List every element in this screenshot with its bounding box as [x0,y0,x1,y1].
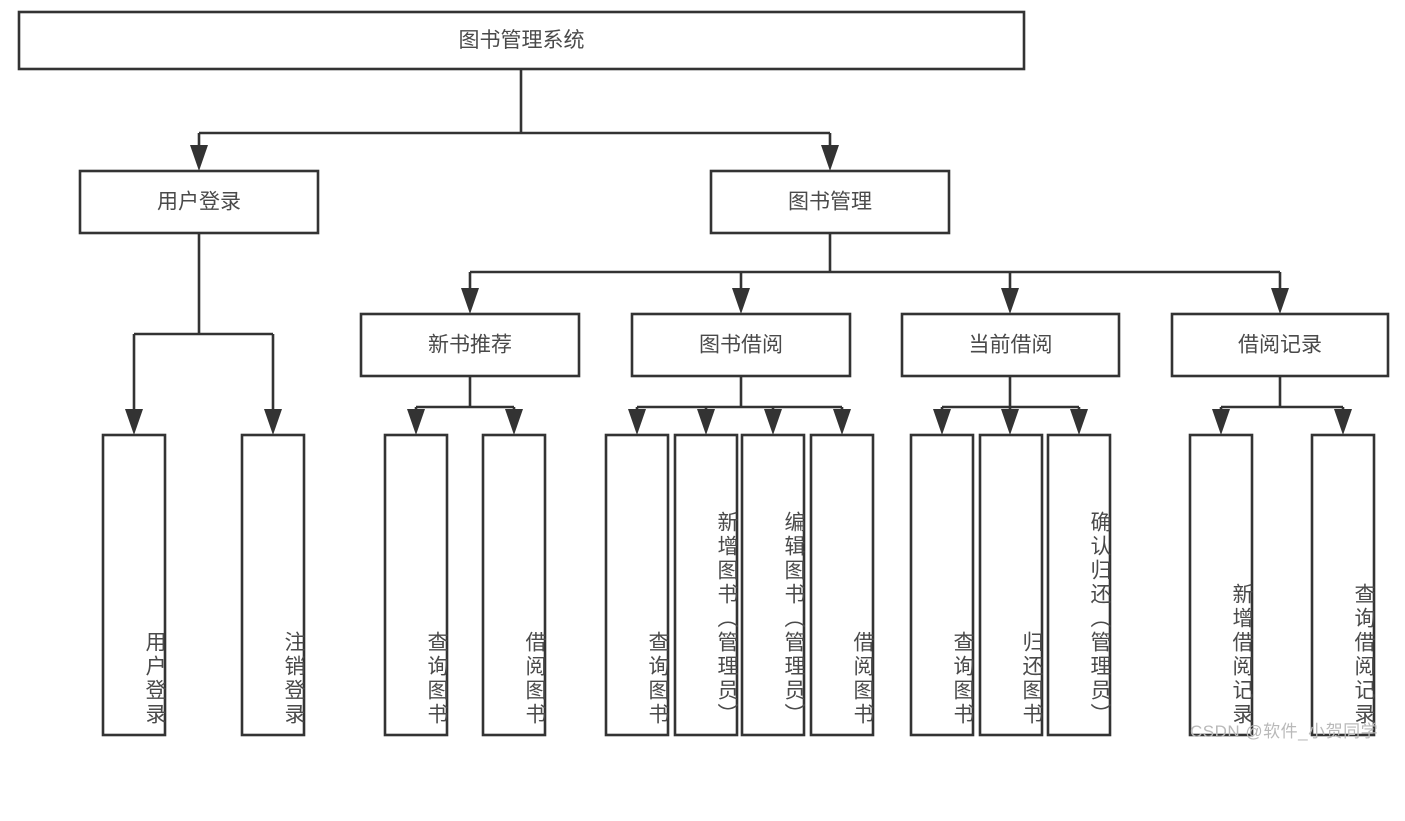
connector-book-manage-to-level3 [461,233,1289,314]
arrow-head-icon [505,409,523,435]
arrow-head-icon [125,409,143,435]
arrow-head-icon [764,409,782,435]
arrow-head-icon [1001,288,1019,314]
arrow-head-icon [1212,409,1230,435]
node-box-leaf-edit-book[interactable] [740,433,806,737]
arrow-head-icon [1001,409,1019,435]
connector-layer [125,69,1352,435]
connector-current-borrow-to-leaves [933,376,1088,435]
arrow-head-icon [697,409,715,435]
arrow-head-icon [407,409,425,435]
arrow-head-icon [1271,288,1289,314]
connector-new-book-rec-to-leaves [407,376,523,435]
node-box-leaf-confirm-return[interactable] [1046,433,1112,737]
node-box-borrow-record[interactable] [1170,312,1390,378]
node-box-leaf-borrow-book-1[interactable] [481,433,547,737]
node-box-leaf-return-book[interactable] [978,433,1044,737]
node-label-current-borrow: 当前借阅 [969,334,1053,357]
arrow-head-icon [732,288,750,314]
node-box-user-login[interactable] [78,169,320,235]
connector-book-borrow-to-leaves [628,376,851,435]
node-box-leaf-add-record[interactable] [1188,433,1254,737]
node-box-leaf-query-book-1[interactable] [383,433,449,737]
node-box-layer [17,10,1390,737]
arrow-head-icon [933,409,951,435]
node-box-current-borrow[interactable] [900,312,1121,378]
arrow-head-icon [264,409,282,435]
node-label-root: 图书管理系统 [459,29,585,52]
arrow-head-icon [1070,409,1088,435]
node-label-new-book-rec: 新书推荐 [428,334,512,357]
node-box-book-borrow[interactable] [630,312,852,378]
arrow-head-icon [1334,409,1352,435]
watermark-text: CSDN @软件_小贺同学 [1190,722,1379,741]
node-box-leaf-query-book-3[interactable] [909,433,975,737]
node-box-leaf-borrow-book-2[interactable] [809,433,875,737]
node-box-leaf-user-login[interactable] [101,433,167,737]
diagram-canvas-root: 图书管理系统用户登录图书管理新书推荐图书借阅当前借阅借阅记录 用户登录注销登录查… [17,10,1390,741]
node-label-book-borrow: 图书借阅 [699,334,783,357]
arrow-head-icon [628,409,646,435]
connector-root-to-level2 [190,69,839,171]
node-label-book-manage: 图书管理 [788,191,872,214]
node-box-leaf-add-book[interactable] [673,433,739,737]
connector-user-login-to-leaves [125,233,282,435]
node-box-book-manage[interactable] [709,169,951,235]
node-box-leaf-query-book-2[interactable] [604,433,670,737]
node-box-leaf-query-record[interactable] [1310,433,1376,737]
node-box-root[interactable] [17,10,1026,71]
arrow-head-icon [461,288,479,314]
node-label-user-login: 用户登录 [157,191,241,214]
node-box-leaf-user-logout[interactable] [240,433,306,737]
connector-borrow-record-to-leaves [1212,376,1352,435]
node-label-borrow-record: 借阅记录 [1238,334,1322,357]
arrow-head-icon [821,145,839,171]
arrow-head-icon [833,409,851,435]
arrow-head-icon [190,145,208,171]
node-box-new-book-rec[interactable] [359,312,581,378]
